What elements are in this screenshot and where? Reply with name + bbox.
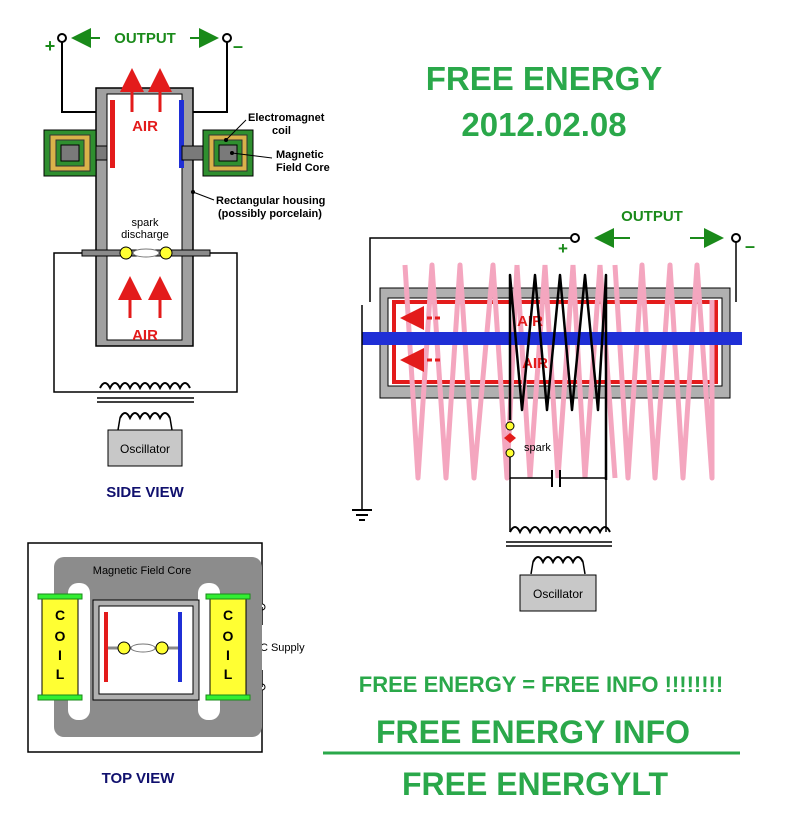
dc-supply-wiring bbox=[27, 542, 263, 753]
plus-sign: + bbox=[45, 36, 56, 56]
leader-electromagnet bbox=[225, 119, 247, 141]
red-electrode-top bbox=[104, 612, 108, 682]
transformer-primary-right bbox=[532, 556, 584, 565]
coil-left bbox=[37, 593, 83, 701]
banner-line-3: FREE ENERGYLT bbox=[402, 766, 669, 802]
coil-left-letter: I bbox=[58, 647, 62, 663]
input-coil bbox=[508, 273, 608, 480]
spark-electrode-top bbox=[505, 421, 515, 431]
spark-label-right: spark bbox=[524, 442, 551, 454]
title-line-1: FREE ENERGY bbox=[426, 60, 663, 97]
magnetic-label: Magnetic bbox=[276, 149, 324, 161]
oscillator-label-right: Oscillator bbox=[533, 587, 583, 601]
minus-sign: – bbox=[233, 36, 243, 56]
coil-right-letter: C bbox=[223, 607, 233, 623]
terminal-minus-right bbox=[731, 233, 741, 243]
coil-label: coil bbox=[272, 125, 291, 137]
right-diagram: OUTPUT + – AIR AIR spark bbox=[352, 208, 755, 612]
oscillator-label: Oscillator bbox=[120, 442, 170, 456]
spark-electrode-bottom bbox=[505, 448, 515, 458]
spark-circuit bbox=[53, 252, 238, 393]
banner-line-1: FREE ENERGY = FREE INFO !!!!!!!! bbox=[359, 672, 723, 697]
banner-line-2: FREE ENERGY INFO bbox=[376, 714, 690, 750]
air-label-bottom: AIR bbox=[132, 327, 158, 344]
leader-dot bbox=[224, 138, 228, 142]
housing-material-label: (possibly porcelain) bbox=[218, 208, 322, 220]
leader-core bbox=[231, 152, 273, 159]
air-label-top: AIR bbox=[132, 118, 158, 135]
output-label-right: OUTPUT bbox=[621, 208, 683, 225]
core-stub-right bbox=[181, 145, 204, 161]
spark bbox=[132, 248, 160, 258]
spark-flash bbox=[504, 433, 516, 443]
coil-right-letter: O bbox=[223, 628, 234, 644]
spark-electrode-top-left bbox=[117, 641, 131, 655]
transformer-secondary-right bbox=[509, 526, 611, 535]
plus-sign-right: + bbox=[558, 239, 568, 258]
transformer-primary bbox=[119, 412, 171, 421]
top-view-caption: TOP VIEW bbox=[102, 770, 176, 787]
coil-right-letter: I bbox=[226, 647, 230, 663]
oscillator-box-right bbox=[519, 574, 597, 612]
core-label: Magnetic Field Core bbox=[93, 565, 191, 577]
spark-electrode-right bbox=[159, 246, 173, 260]
primary-leads-right bbox=[530, 561, 586, 575]
primary-leads bbox=[117, 417, 173, 431]
terminal-minus bbox=[222, 33, 232, 43]
side-view-caption: SIDE VIEW bbox=[106, 484, 184, 501]
leader-dot bbox=[230, 151, 234, 155]
title-date: 2012.02.08 bbox=[461, 106, 626, 143]
electromagnet-label: Electromagnet bbox=[248, 112, 325, 124]
output-label: OUTPUT bbox=[114, 30, 176, 47]
pink-output-coil-middle bbox=[514, 264, 618, 479]
output-wire-plus bbox=[61, 38, 96, 113]
top-view: DC Supply Magnetic Field Core C O I L C bbox=[27, 542, 305, 787]
pink-output-coil bbox=[402, 262, 715, 481]
dc-supply-label: DC Supply bbox=[252, 642, 305, 654]
terminal-plus-right bbox=[570, 233, 580, 243]
coil-left-letter: L bbox=[56, 666, 65, 682]
leader-dot bbox=[191, 190, 195, 194]
leader-housing bbox=[192, 191, 215, 201]
spark-electrode-top-right bbox=[155, 641, 169, 655]
coil-right bbox=[205, 593, 251, 701]
side-view: OUTPUT + – AIR bbox=[43, 28, 330, 501]
spark-label: spark bbox=[132, 217, 159, 229]
spark-top bbox=[130, 643, 156, 653]
core-stub-left bbox=[95, 145, 108, 161]
minus-sign-right: – bbox=[745, 236, 755, 256]
field-core-label: Field Core bbox=[276, 162, 330, 174]
coil-right-letter: L bbox=[224, 666, 233, 682]
terminal-plus bbox=[57, 33, 67, 43]
spark-electrode-left bbox=[119, 246, 133, 260]
blue-electrode bbox=[179, 100, 184, 168]
red-electrode bbox=[110, 100, 115, 168]
electromagnet-coil-left bbox=[43, 129, 97, 177]
output-wire-minus bbox=[193, 38, 228, 113]
coil-left-letter: O bbox=[55, 628, 66, 644]
transformer-wire bbox=[509, 478, 607, 532]
transformer-secondary bbox=[99, 382, 191, 391]
electromagnet-coil-right bbox=[202, 129, 254, 177]
blue-field-core bbox=[362, 332, 742, 345]
coil-left-letter: C bbox=[55, 607, 65, 623]
housing-label: Rectangular housing bbox=[216, 195, 325, 207]
output-wire-plus-right bbox=[369, 237, 575, 302]
discharge-label: discharge bbox=[121, 229, 169, 241]
blue-electrode-top bbox=[178, 612, 182, 682]
oscillator-box bbox=[107, 429, 183, 467]
